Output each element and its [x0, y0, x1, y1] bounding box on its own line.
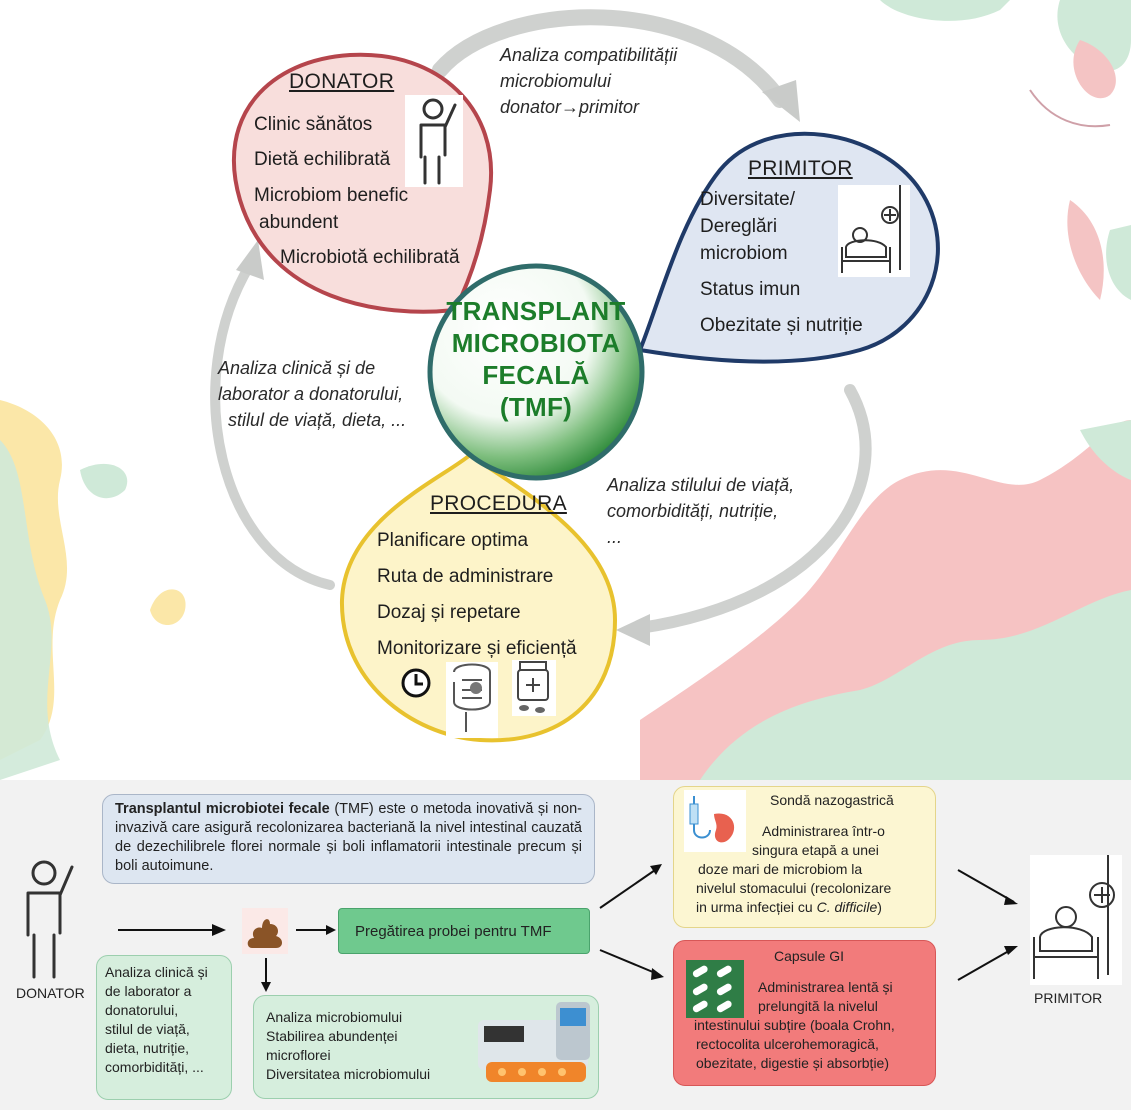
nasogastric-last-suffix: ): [877, 899, 882, 915]
nasogastric-line-last: in urma infecției cu C. difficile): [682, 898, 927, 917]
clinical-analysis-box: Analiza clinică și de laborator a donato…: [96, 955, 232, 1100]
note-clinical: Analiza clinică și de laborator a donato…: [218, 355, 406, 433]
capsules-line: rectocolita ulcerohemoragică,: [696, 1036, 879, 1052]
note-line: stilul de viață, dieta, ...: [228, 410, 407, 430]
capsules-title: Capsule GI: [774, 948, 845, 964]
sequencer-machine-icon: [478, 1002, 590, 1082]
nasogastric-box: Sondă nazogastrică Administrarea într-o …: [673, 786, 936, 928]
deco-blob: [1073, 40, 1116, 99]
hospital-bed-icon: [838, 185, 910, 277]
capsules-line: obezitate, digestie și absorbție): [696, 1055, 889, 1071]
center-title-line: FECALĂ: [482, 360, 590, 390]
microbiome-line: Diversitatea microbiomului: [266, 1066, 431, 1082]
procedure-item: Ruta de administrare: [377, 566, 554, 587]
deco-blob: [80, 463, 128, 499]
donor-item: Clinic sănătos: [254, 114, 373, 135]
nasogastric-title: Sondă nazogastrică: [770, 792, 894, 808]
deco-blob: [880, 0, 1010, 21]
donor-label: DONATOR: [16, 985, 85, 1001]
recipient-item: Diversitate/: [700, 189, 796, 210]
note-line: Analiza compatibilității: [500, 45, 678, 65]
deco-blob: [1080, 420, 1131, 480]
capsules-line: prelungită la nivelul: [758, 998, 878, 1014]
clock-icon: [401, 668, 431, 698]
nasogastric-line: Administrarea într-o: [762, 823, 885, 839]
note-line: Analiza clinică și de: [218, 358, 376, 378]
center-title-line: (TMF): [499, 392, 573, 422]
procedure-item: Monitorizare și eficiență: [377, 638, 577, 659]
procedure-item: Dozaj și repetare: [377, 602, 521, 623]
deco-blob: [700, 590, 1131, 780]
capsules-line: Administrarea lentă și: [758, 979, 893, 995]
recipient-title: PRIMITOR: [748, 157, 853, 180]
recipient-label: PRIMITOR: [1034, 990, 1103, 1006]
procedure-title: PROCEDURA: [430, 492, 567, 515]
clinical-line: de laborator a: [105, 983, 192, 999]
nasogastric-line: doze mari de microbiom la: [698, 861, 863, 877]
intro-bold: Transplantul microbiotei fecale: [115, 801, 330, 817]
nasogastric-line: singura etapă a unei: [752, 842, 879, 858]
clinical-line: comorbidități, ...: [105, 1059, 204, 1075]
procedure-item: Planificare optima: [377, 530, 529, 551]
microbiome-line: Analiza microbiomului: [266, 1009, 403, 1025]
person-icon: [405, 95, 463, 187]
donor-item: Dietă echilibrată: [254, 149, 391, 170]
arrow-donor-to-recipient: [432, 9, 788, 108]
microbiome-line: Stabilirea abundenței: [266, 1028, 398, 1044]
note-line: comorbidități, nutriție,: [607, 501, 779, 521]
donor-item: Microbiom benefic: [254, 185, 409, 206]
clinical-line: dieta, nutriție,: [105, 1040, 190, 1056]
cycle-diagram: [210, 9, 940, 743]
deco-blob: [150, 589, 186, 625]
donor-item: Microbiotă echilibrată: [280, 247, 460, 268]
deco-blob: [1067, 200, 1104, 300]
note-lifestyle: Analiza stilului de viață, comorbidități…: [607, 472, 794, 550]
note-compatibility: Analiza compatibilității microbiomului d…: [500, 42, 677, 120]
center-title: TRANSPLANT MICROBIOTA FECALĂ (TMF): [416, 295, 656, 423]
recipient-item: Status imun: [700, 279, 801, 300]
deco-blob: [1106, 225, 1131, 300]
recipient-item: Obezitate și nutriție: [700, 315, 863, 336]
clinical-line: Analiza clinică și: [105, 964, 208, 980]
center-title-line: TRANSPLANT: [446, 296, 626, 326]
recipient-item: microbiom: [700, 243, 788, 264]
prep-box: Pregătirea probei pentru TMF: [338, 908, 590, 954]
note-line: laborator a donatorului,: [218, 384, 404, 404]
center-title-line: MICROBIOTA: [451, 328, 621, 358]
note-line: microbiomului: [500, 71, 612, 91]
clinical-line: donatorului,: [105, 1002, 179, 1018]
arrow-recipient-to-procedure: [634, 384, 872, 634]
donor-item: abundent: [259, 212, 339, 233]
capsules-line: intestinului subțire (boala Crohn,: [694, 1017, 895, 1033]
arrow-procedure-to-donor: [210, 260, 335, 590]
deco-blob: [0, 440, 60, 780]
center-circle: [427, 263, 645, 481]
clinical-line: stilul de viață,: [105, 1021, 190, 1037]
nasogastric-line: nivelul stomacului (recolonizare: [696, 880, 892, 896]
intro-text: (TMF) este o metoda inovativă și non-inv…: [115, 801, 582, 874]
note-line: ...: [607, 527, 623, 547]
stomach-tube-icon: [684, 790, 746, 852]
microbiome-line: microflorei: [266, 1047, 331, 1063]
note-line: Analiza stilului de viață,: [607, 475, 795, 495]
nasogastric-last-prefix: in urma infecției cu: [696, 899, 817, 915]
recipient-item: Dereglări: [700, 216, 778, 237]
note-line: donator→primitor: [500, 97, 640, 117]
capsules-icon: [686, 960, 744, 1018]
nasogastric-pathogen: C. difficile: [816, 899, 878, 915]
intro-box: Transplantul microbiotei fecale (TMF) es…: [102, 794, 595, 884]
donor-title: DONATOR: [289, 70, 395, 93]
pill-bottle-icon: [512, 660, 556, 716]
intestine-icon: [446, 662, 498, 738]
